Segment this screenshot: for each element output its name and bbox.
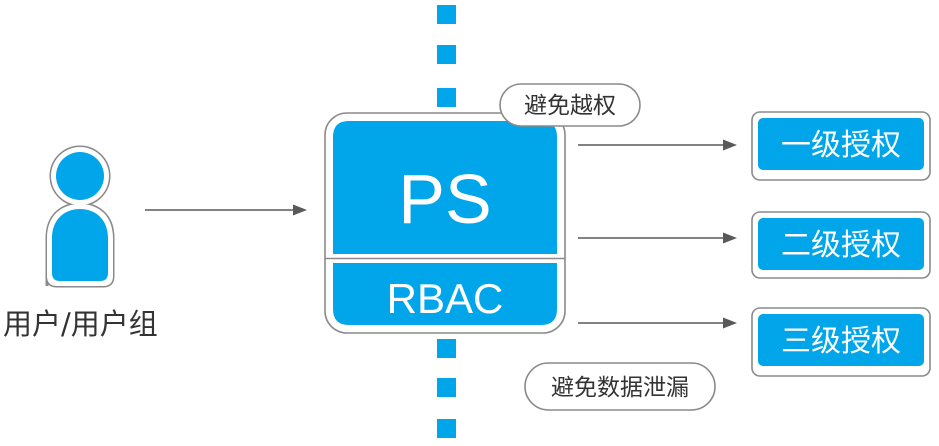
arrow-head	[723, 139, 737, 151]
arrow-head	[723, 317, 737, 329]
level-1-label: 一级授权	[781, 128, 901, 163]
level-3-label: 三级授权	[781, 324, 901, 359]
user-label: 用户/用户组	[3, 307, 158, 341]
note-pill-bottom: 避免数据泄漏	[524, 362, 716, 411]
level-box-3: 三级授权	[751, 307, 931, 377]
user-head	[56, 152, 104, 200]
arrow-user-to-ps	[145, 204, 307, 216]
note-top-label: 避免越权	[524, 93, 616, 119]
arrow-head	[293, 204, 307, 216]
user-icon	[45, 145, 115, 288]
rbac-panel	[333, 263, 557, 325]
arrow-to-level-3	[578, 317, 737, 329]
level-box-2: 二级授权	[751, 211, 931, 279]
ps-title: PS	[398, 160, 491, 238]
arrow-to-level-2	[578, 232, 737, 244]
ps-panel	[333, 121, 557, 254]
boundary-dash	[437, 419, 456, 438]
note-pill-top: 避免越权	[499, 83, 641, 127]
level-box-1: 一级授权	[751, 111, 931, 181]
boundary-dash	[437, 5, 456, 24]
arrow-to-level-1	[578, 139, 737, 151]
level-2-label: 二级授权	[781, 228, 901, 263]
arrow-head	[723, 232, 737, 244]
user-body	[52, 209, 108, 281]
boundary-dash	[437, 339, 456, 358]
boundary-dash	[437, 45, 456, 64]
rbac-label: RBAC	[387, 275, 504, 322]
boundary-dash	[437, 378, 456, 397]
ps-server-box: PS RBAC	[324, 112, 566, 334]
boundary-dash	[437, 88, 456, 107]
boundary-dashed-line	[437, 5, 456, 438]
note-bottom-label: 避免数据泄漏	[551, 375, 689, 401]
